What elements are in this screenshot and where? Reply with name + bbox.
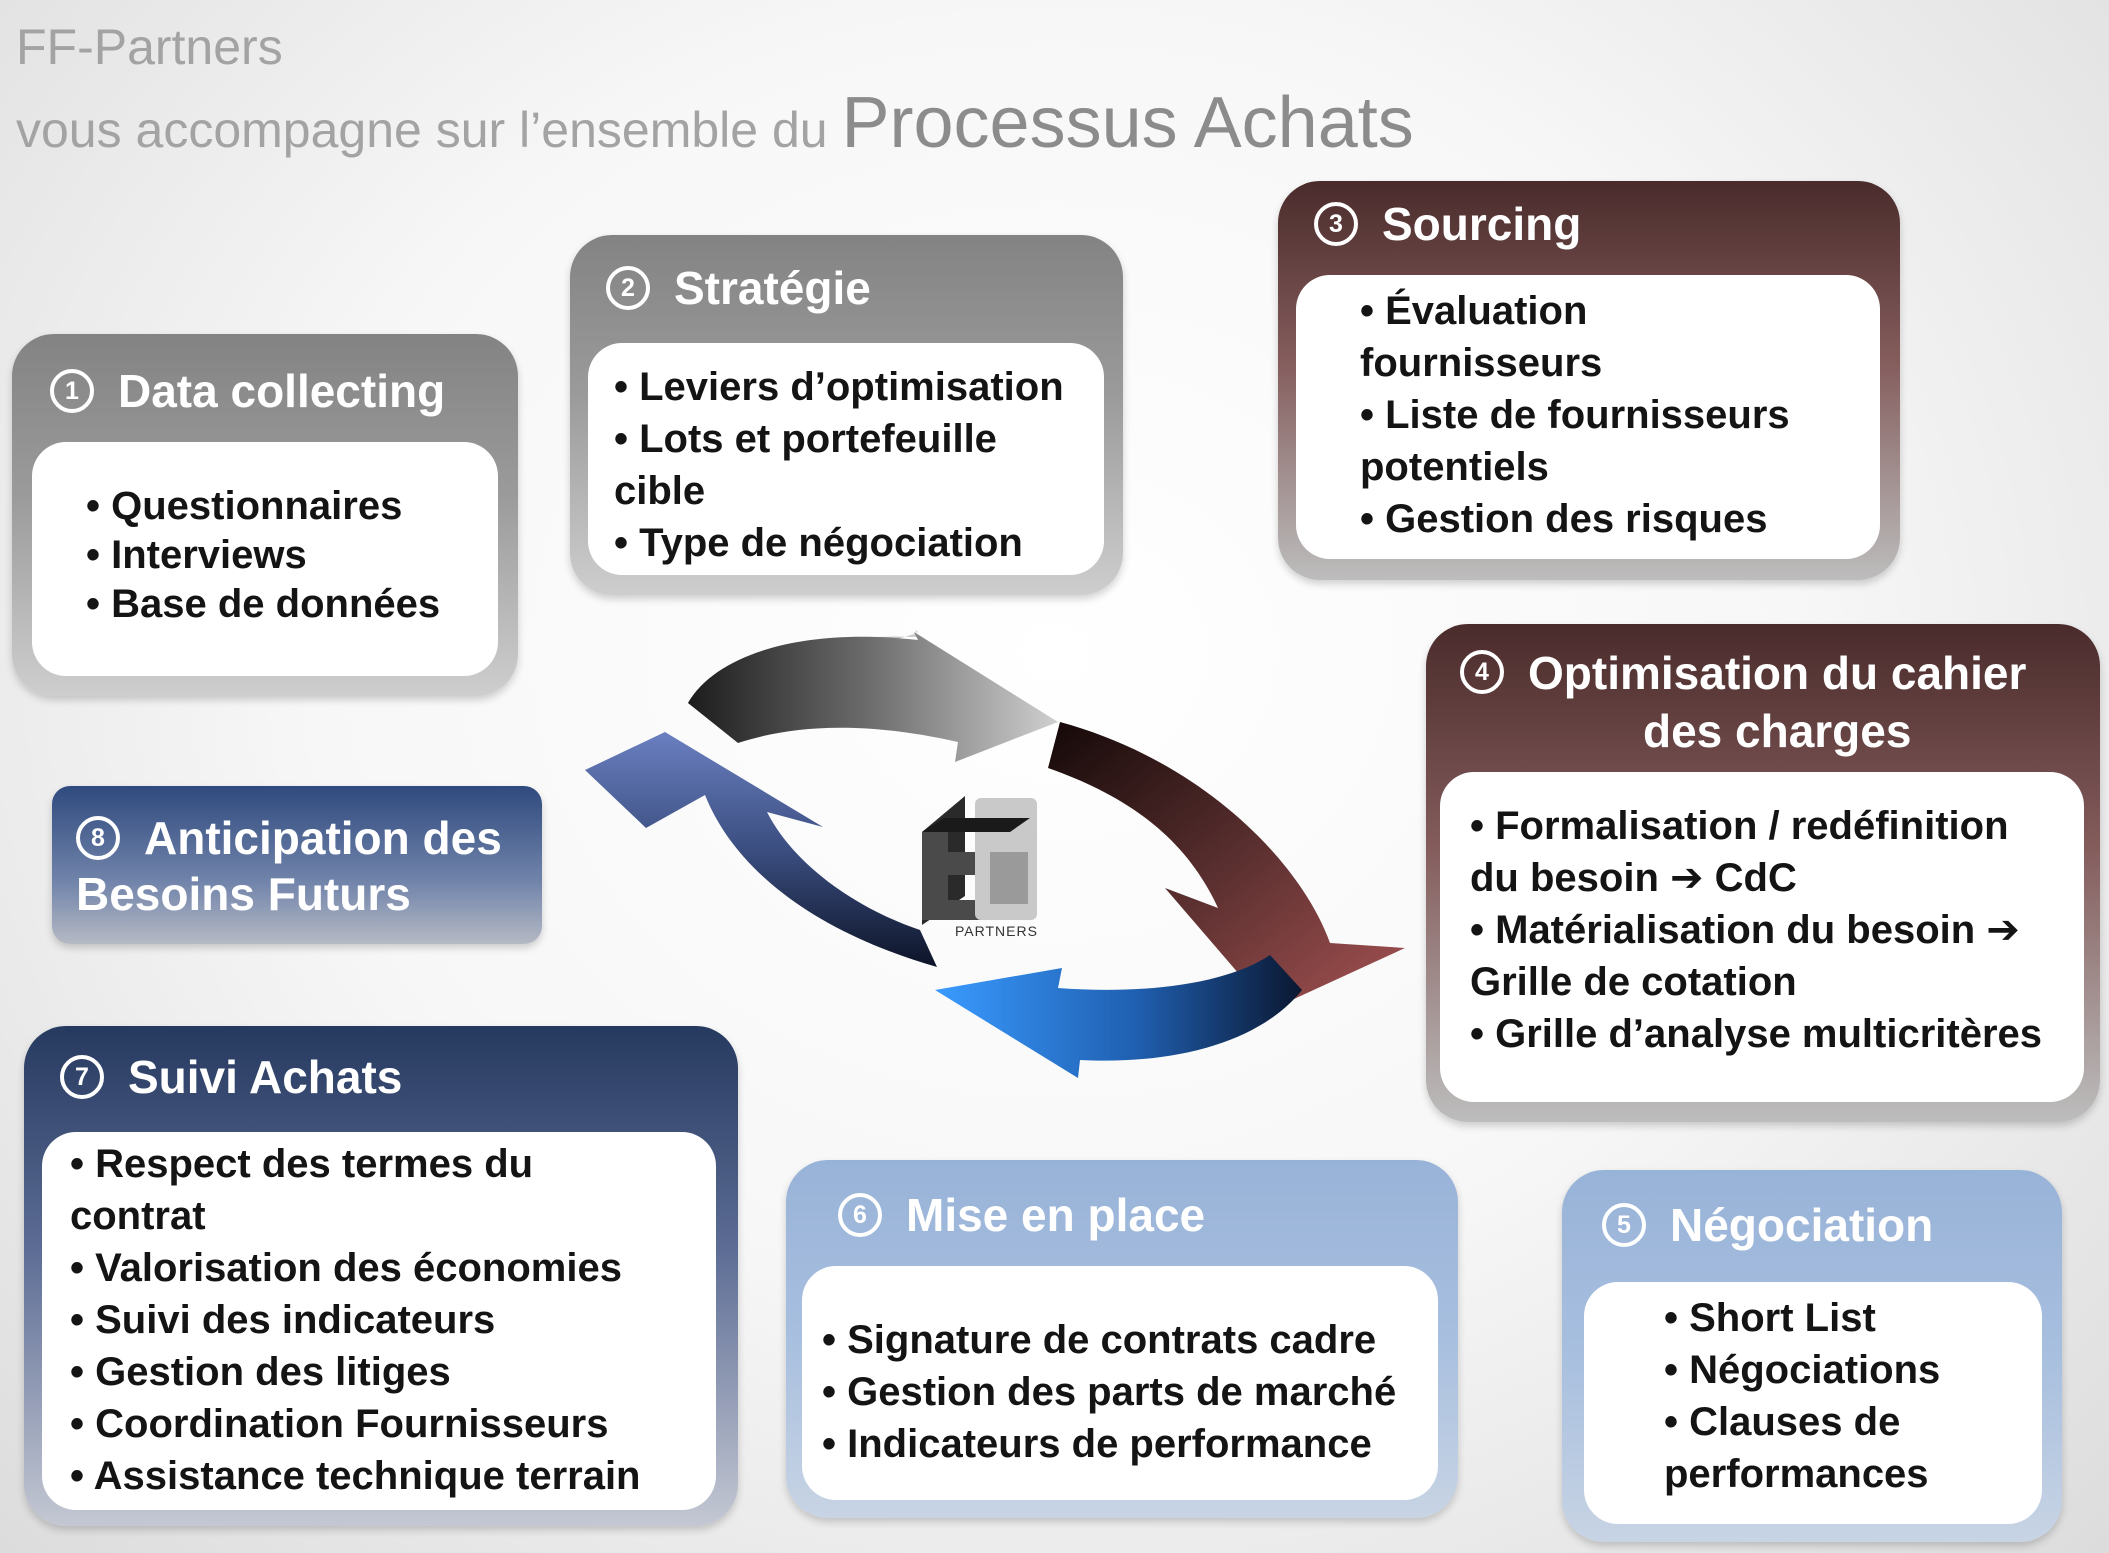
step-number-4: 4 [1460,650,1504,694]
step-items: • Signature de contrats cadre • Gestion … [802,1266,1438,1500]
step-items: • Short List • Négociations • Clauses de… [1584,1282,2042,1524]
tagline-prefix: vous accompagne sur l’ensemble du [16,102,828,158]
step-title-line-2: des charges [1642,705,1912,757]
step-title: 7 Suivi Achats [60,1050,402,1104]
list-item: • Gestion des risques [1360,497,1768,541]
list-item: • Gestion des parts de marché [822,1370,1397,1414]
list-item: • Base de données [86,582,441,626]
step-items: • Questionnaires • Interviews • Base de … [32,442,498,676]
step-title-text: Stratégie [674,262,871,314]
step-title-text: Sourcing [1382,198,1582,250]
step-negociation: 5 Négociation • Short List • Négociation… [1562,1170,2062,1542]
step-title: 6 Mise en place [838,1188,1205,1242]
step-data-collecting: 1 Data collecting • Questionnaires • Int… [12,334,518,696]
step-strategie: 2 Stratégie • Leviers d’optimisation • L… [570,235,1123,595]
step-title: 8 Anticipation des Besoins Futurs [76,810,502,922]
list-item: • Matérialisation du besoin ➔ Grille de … [1470,908,2020,1004]
step-optimisation-cahier: 4 Optimisation du cahier des charges • F… [1426,624,2100,1122]
tagline: vous accompagne sur l’ensemble du Proces… [16,82,1414,164]
step-items: • Leviers d’optimisation • Lots et porte… [588,343,1104,575]
step-title: 1 Data collecting [50,364,445,418]
list-item: • Négociations [1664,1348,1941,1392]
company-name: FF-Partners [16,19,283,75]
step-title: 4 Optimisation du cahier des charges [1460,644,2026,760]
step-title: 2 Stratégie [606,261,871,315]
list-item: • Interviews [86,533,307,577]
list-item: • Short List [1664,1296,1876,1340]
step-number-7: 7 [60,1055,104,1099]
list-item: • Leviers d’optimisation [614,365,1064,409]
step-title-text: Data collecting [118,365,446,417]
list-item: • Formalisation / redéfinition du besoin… [1470,804,2009,900]
step-title-line-2: Besoins Futurs [76,868,411,920]
list-item: • Liste de fournisseurs potentiels [1360,393,1790,489]
step-items: • Respect des termes du contrat • Valori… [42,1132,716,1510]
cycle-arrow-right [1048,722,1405,1010]
step-number-6: 6 [838,1193,882,1237]
step-title-text: Suivi Achats [128,1051,403,1103]
step-items: • Évaluation fournisseurs • Liste de fou… [1296,275,1880,559]
step-number-2: 2 [606,266,650,310]
step-number-1: 1 [50,369,94,413]
step-mise-en-place: 6 Mise en place • Signature de contrats … [786,1160,1458,1518]
cycle-arrow-bottom [935,955,1302,1078]
step-title-text: Négociation [1670,1199,1934,1251]
list-item: • Signature de contrats cadre [822,1318,1377,1362]
list-item: • Indicateurs de performance [822,1422,1372,1466]
list-item: • Évaluation fournisseurs [1360,289,1603,385]
list-item: • Assistance technique terrain [70,1454,641,1498]
step-title-line-1: Optimisation du cahier [1528,647,2027,699]
step-title: 5 Négociation [1602,1198,1933,1252]
partners-logo: PARTNERS [922,796,1038,939]
step-sourcing: 3 Sourcing • Évaluation fournisseurs • L… [1278,181,1900,580]
step-items: • Formalisation / redéfinition du besoin… [1440,772,2084,1102]
step-title-line-1: Anticipation des [144,812,502,864]
list-item: • Type de négociation [614,521,1023,565]
step-number-8: 8 [76,816,120,860]
step-number-5: 5 [1602,1203,1646,1247]
step-number-3: 3 [1314,202,1358,246]
list-item: • Lots et portefeuille cible [614,417,997,513]
logo-caption: PARTNERS [955,923,1038,939]
list-item: • Respect des termes du contrat [70,1142,534,1238]
logo-letter-d-bowl [990,852,1028,904]
step-title: 3 Sourcing [1314,197,1581,251]
list-item: • Valorisation des économies [70,1246,622,1290]
cycle-arrow-top-body [688,632,1058,762]
step-anticipation: 8 Anticipation des Besoins Futurs [52,786,542,944]
step-suivi-achats: 7 Suivi Achats • Respect des termes du c… [24,1026,738,1526]
list-item: • Suivi des indicateurs [70,1298,496,1342]
tagline-emphasis: Processus Achats [841,83,1414,163]
list-item: • Questionnaires [86,484,403,528]
list-item: • Coordination Fournisseurs [70,1402,609,1446]
cycle-arrow-left [585,732,937,967]
logo-f-top-bar [922,818,1030,832]
list-item: • Gestion des litiges [70,1350,451,1394]
step-title-text: Mise en place [906,1189,1206,1241]
list-item: • Grille d’analyse multicritères [1470,1012,2043,1056]
list-item: • Clauses de performances [1664,1400,1929,1496]
